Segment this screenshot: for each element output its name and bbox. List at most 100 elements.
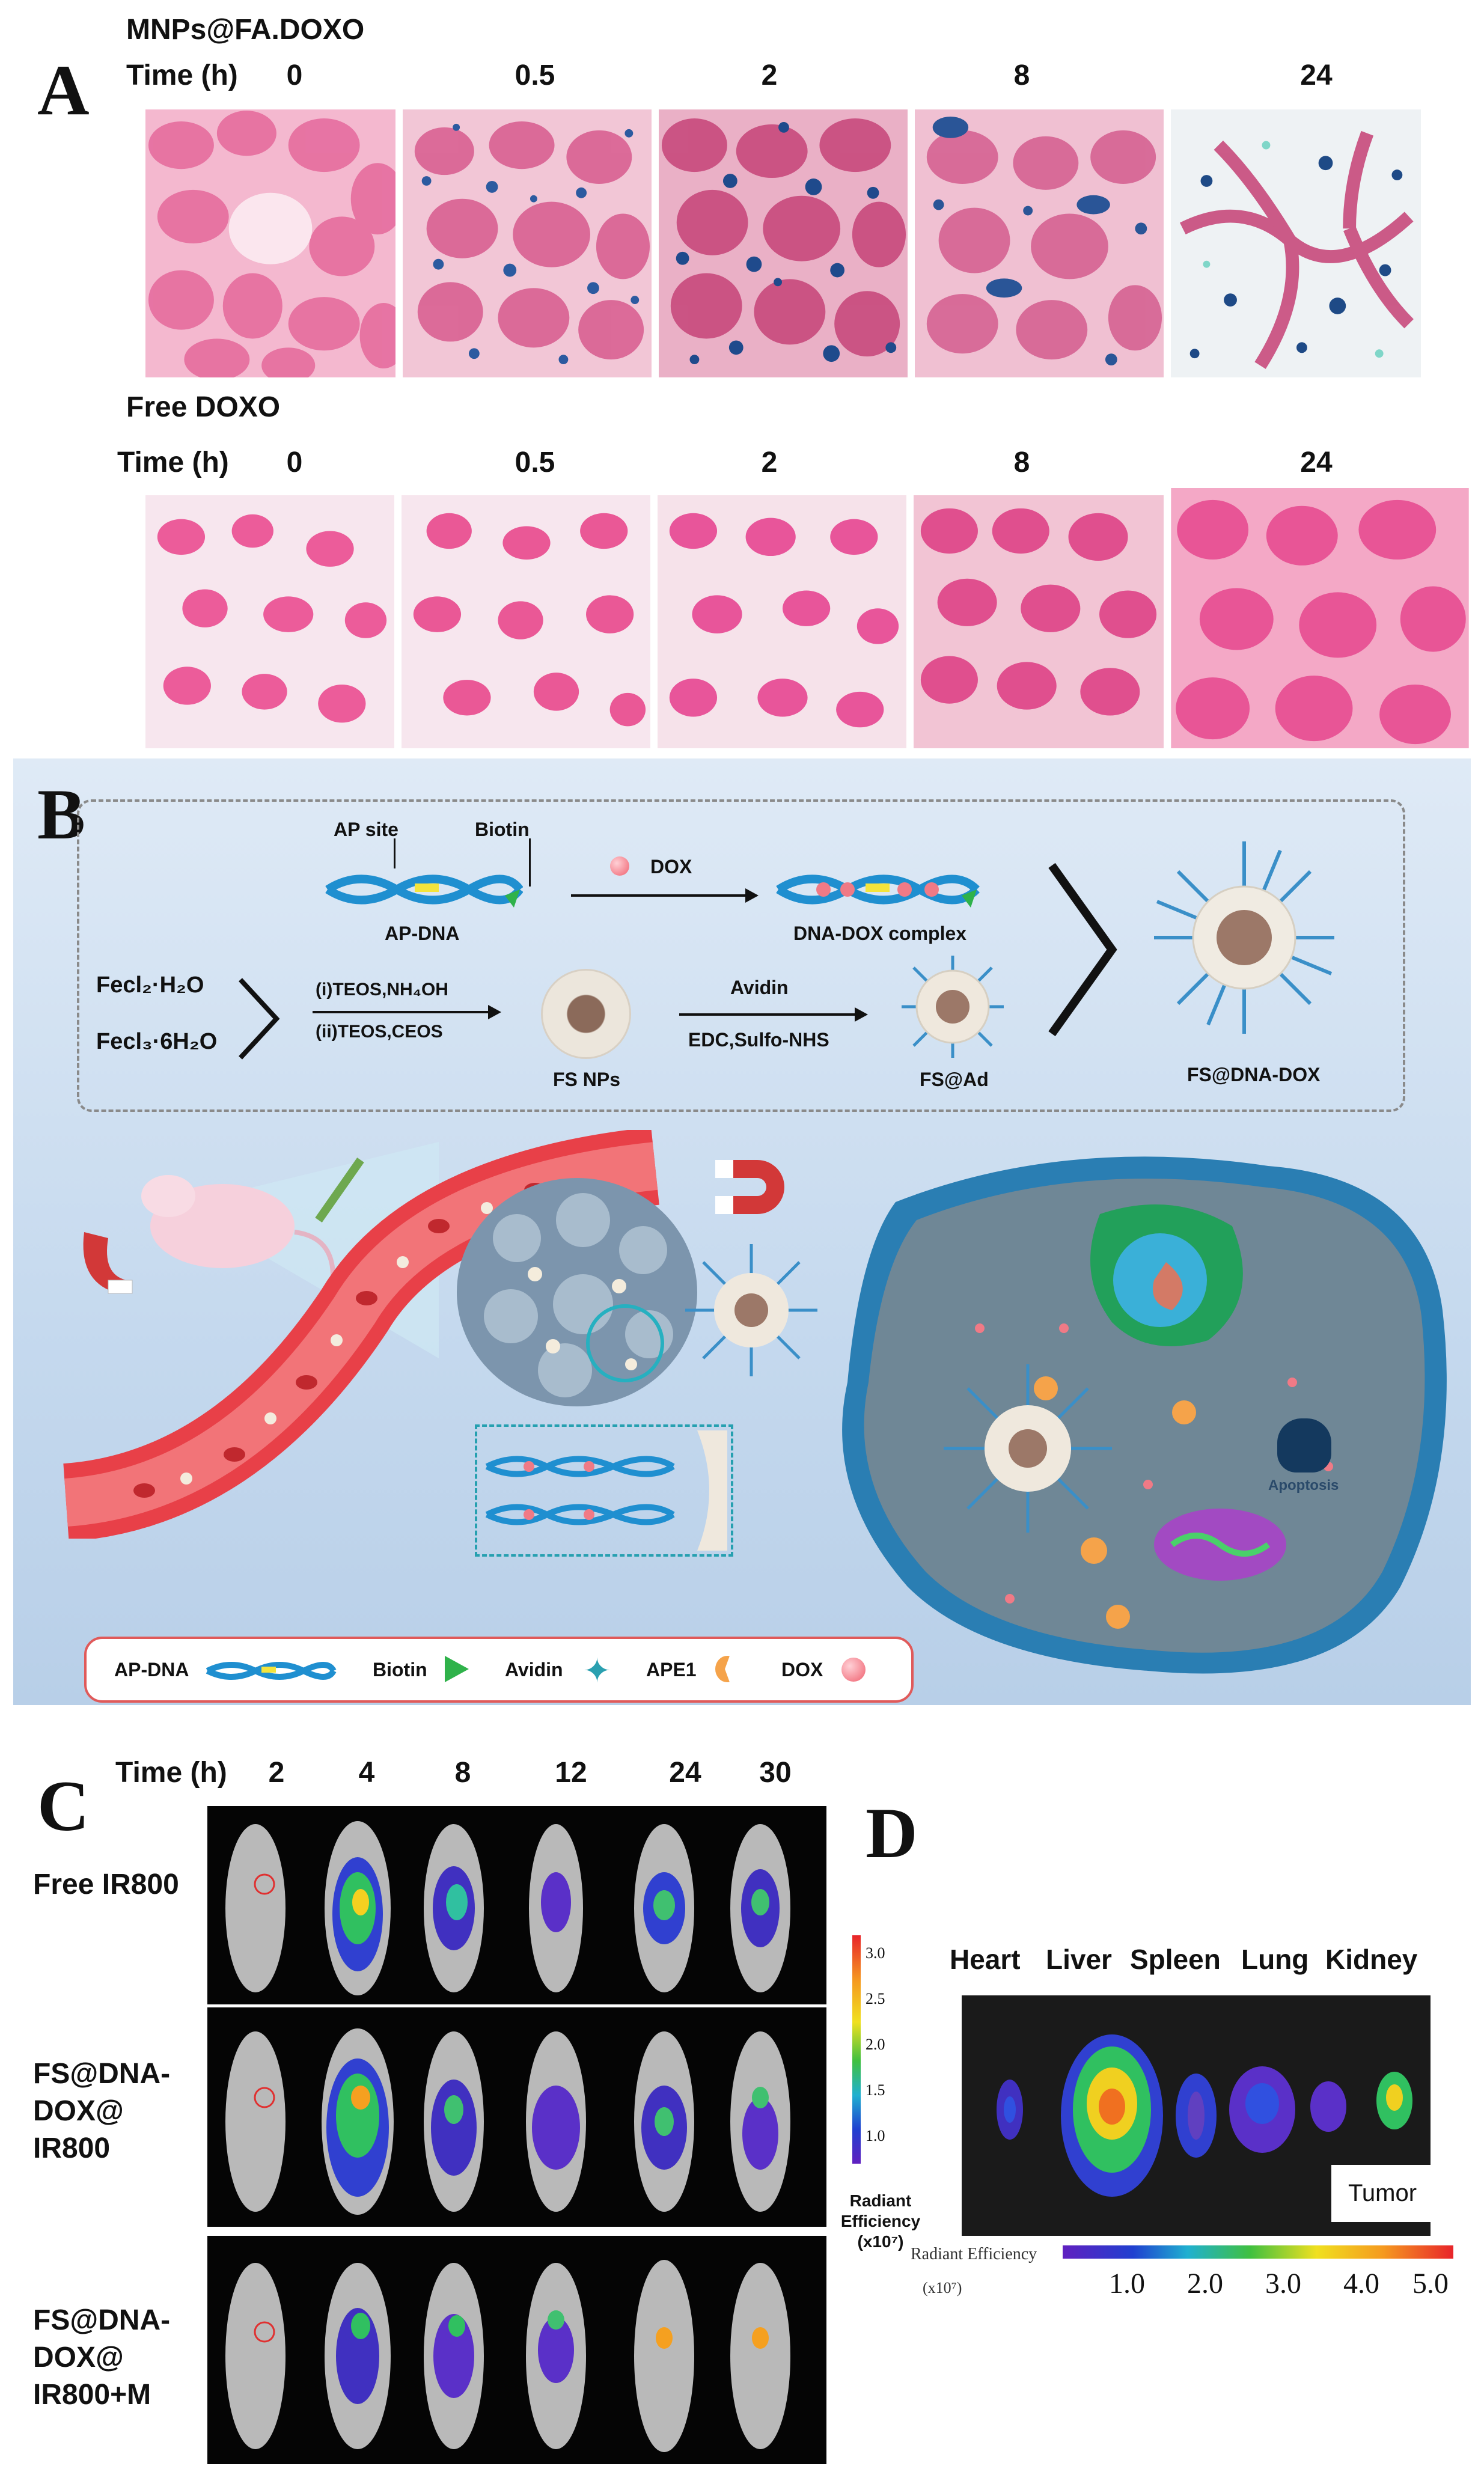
skull-apoptosis-icon	[1277, 1418, 1331, 1472]
panel-d-scale-bar	[1063, 2245, 1453, 2259]
panel-a-row2-time-label: Time (h)	[117, 447, 229, 478]
panel-d-organ-lung: Lung	[1241, 1944, 1309, 1975]
panel-a-row1-time-label: Time (h)	[126, 60, 238, 91]
dna-binding-inset	[475, 1424, 733, 1557]
edc-label: EDC,Sulfo-NHS	[688, 1029, 829, 1051]
panel-a-row1-time-2: 2	[761, 60, 778, 91]
micrograph-free-0-5h-image	[402, 495, 650, 748]
panel-a-row2-time-2: 2	[761, 447, 778, 478]
legend-biotin-label: Biotin	[373, 1659, 427, 1680]
micrograph-mnps-0-5h	[402, 108, 653, 379]
panel-c-time-2: 8	[454, 1757, 471, 1789]
panel-a-row1-time-1: 0.5	[515, 60, 555, 91]
panel-c-scale-tick-3: 1.5	[866, 2081, 885, 2099]
zoom-circle	[586, 1304, 664, 1382]
dox-arrow	[571, 894, 751, 897]
fecl3-label: Fecl₃·6H₂O	[96, 1029, 218, 1054]
magnet-icon	[715, 1160, 784, 1214]
imaging-row-fs-dna-dox-ir800-m	[207, 2236, 826, 2464]
tumor-cell-illustration	[842, 1156, 1447, 1674]
micrograph-mnps-8h	[914, 108, 1165, 379]
dox-dot-icon	[610, 856, 629, 876]
panel-a-row2-time-3: 8	[1013, 447, 1030, 478]
fs-nps-particle-icon	[541, 969, 631, 1059]
micrograph-mnps-0h-image	[145, 109, 395, 377]
panel-a-row1-time-0: 0	[286, 60, 303, 91]
panel-a-row2-title: Free DOXO	[126, 391, 281, 423]
panel-d-letter: D	[866, 1793, 918, 1873]
fs-ad-label: FS@Ad	[920, 1069, 989, 1090]
panel-d-organ-kidney: Kidney	[1325, 1944, 1418, 1975]
panel-c-row3-label: FS@DNA- DOX@ IR800+M	[33, 2302, 170, 2414]
synthesis-arrow	[313, 1011, 493, 1013]
micrograph-free-8h-image	[914, 495, 1164, 748]
panel-c-scale-tick-1: 2.5	[866, 1990, 885, 2007]
big-chevron-icon	[1048, 862, 1117, 1037]
imaging-row-fs-dna-dox-ir800	[207, 2007, 826, 2227]
panel-a-row2-time-1: 0.5	[515, 447, 555, 478]
micrograph-mnps-24h	[1170, 108, 1422, 379]
panel-c-scale-title: Radiant Efficiency (x10⁷)	[835, 2191, 926, 2252]
imaging-row-fs-dna-dox-ir800-image	[225, 2028, 790, 2215]
panel-d-scale-tick-0: 1.0	[1109, 2268, 1145, 2300]
panel-c-scale-title-line1: Radiant	[849, 2191, 912, 2210]
panel-a-letter: A	[37, 50, 90, 130]
biotin-arrow	[529, 838, 531, 887]
legend-dox-icon	[841, 1658, 866, 1682]
avidin-arrow-label: Avidin	[730, 977, 789, 998]
legend-dox-label: DOX	[781, 1659, 823, 1680]
zoomed-particle-icon	[685, 1244, 817, 1376]
tumor-mass-illustration	[457, 1178, 697, 1406]
panel-a-row1-title: MNPs@FA.DOXO	[126, 14, 365, 46]
panel-c-row2-label: FS@DNA- DOX@ IR800	[33, 2055, 170, 2167]
panel-c-time-4: 24	[669, 1757, 701, 1789]
step2-label: (ii)TEOS,CEOS	[316, 1022, 443, 1042]
micrograph-mnps-8h-image	[915, 109, 1164, 377]
panel-c-row3-line3: IR800+M	[33, 2379, 151, 2411]
panel-c-time-0: 2	[268, 1757, 285, 1789]
organ-imaging-image	[997, 2034, 1412, 2197]
imaging-row-fs-dna-dox-ir800-m-image	[225, 2260, 790, 2452]
fs-ad-particle-icon	[902, 956, 1004, 1058]
micrograph-free-24h-image	[1171, 488, 1469, 748]
panel-d-scale-title: Radiant Efficiency	[911, 2245, 1037, 2263]
micrograph-free-8h	[912, 494, 1165, 749]
legend-ap-dna-icon	[206, 1662, 337, 1680]
internalized-particle-icon	[944, 1364, 1112, 1533]
micrograph-mnps-2h-image	[659, 109, 908, 377]
micrograph-free-0h	[144, 494, 395, 749]
synthesis-arrow-head	[488, 1005, 501, 1019]
avidin-arrow-head	[855, 1007, 868, 1022]
synthesis-scheme-box	[77, 799, 1405, 1112]
panel-c-scale-tick-0: 3.0	[866, 1944, 885, 1962]
legend-avidin-icon: ✦	[583, 1652, 611, 1689]
dna-binding-inset-image	[485, 1430, 727, 1551]
micrograph-mnps-0h	[144, 108, 397, 379]
ap-dna-strand-icon	[325, 874, 523, 908]
avidin-arrow	[679, 1013, 860, 1016]
panel-c-row3-line2: DOX@	[33, 2342, 124, 2373]
fs-dna-dox-particle-icon	[1154, 841, 1334, 1034]
micrograph-free-24h	[1170, 487, 1470, 749]
panel-c-scale-tick-2: 2.0	[866, 2036, 885, 2053]
panel-a-row2-time-0: 0	[286, 447, 303, 478]
panel-d-organ-liver: Liver	[1046, 1944, 1112, 1975]
panel-d-organ-heart: Heart	[950, 1944, 1021, 1975]
panel-c-row1-label: Free IR800	[33, 1866, 179, 1903]
panel-a-row1-time-4: 24	[1300, 60, 1333, 91]
legend-ap-dna-label: AP-DNA	[114, 1659, 189, 1680]
legend-avidin-label: Avidin	[505, 1659, 563, 1680]
legend-ape1-label: APE1	[646, 1659, 697, 1680]
panel-c-scale-ticks: 3.0 2.5 2.0 1.5 1.0	[866, 1930, 885, 2159]
micrograph-free-2h	[656, 494, 908, 749]
step1-label: (i)TEOS,NH₄OH	[316, 980, 448, 999]
panel-d-scale-tick-4: 5.0	[1412, 2268, 1449, 2300]
micrograph-free-2h-image	[658, 495, 906, 748]
panel-c-row2-line2: DOX@	[33, 2095, 124, 2127]
dox-arrow-head	[745, 888, 759, 903]
panel-c-letter: C	[37, 1766, 90, 1846]
panel-c-time-1: 4	[358, 1757, 375, 1789]
ap-site-label: AP site	[334, 819, 398, 840]
ap-site-arrow	[394, 838, 395, 868]
dox-arrow-label: DOX	[650, 856, 692, 877]
